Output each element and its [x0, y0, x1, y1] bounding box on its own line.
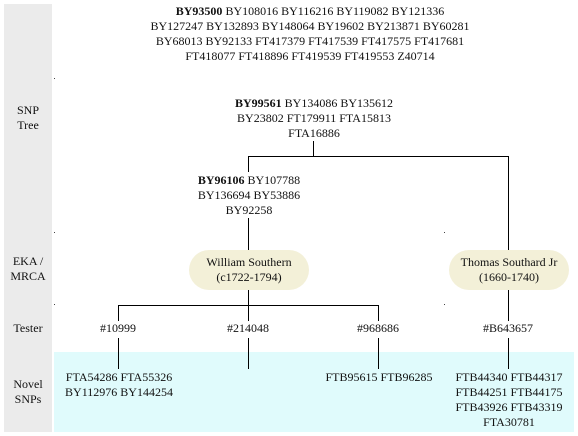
row-label-novel-snps: Novel SNPs: [13, 377, 43, 406]
guide-dot: [54, 304, 55, 305]
snp-node-low: BY96106 BY107788 BY136694 BY53886 BY9225…: [180, 173, 318, 218]
snp-node-mid-lead: BY99561: [234, 96, 282, 110]
row-label-eka-mrca: EKA / MRCA: [10, 254, 46, 283]
connector-tester-2-novel: [248, 338, 249, 369]
snp-node-top: BY93500 BY108016 BY116216 BY119082 BY121…: [130, 4, 490, 64]
snp-node-low-rest: BY107788 BY136694 BY53886 BY92258: [197, 173, 301, 217]
connector-to-tester-2: [248, 305, 249, 321]
connector-tester-4-novel: [508, 338, 509, 369]
guide-dot: [54, 78, 55, 79]
mrca-name: Thomas Southard Jr: [460, 255, 558, 269]
novel-snps-band: [54, 352, 574, 432]
row-label-snp-tree: SNP Tree: [16, 103, 39, 132]
tester-label: #B643657: [482, 321, 533, 335]
connector-to-thomas: [508, 156, 509, 250]
novel-snps-cell: FTB95615 FTB96285: [325, 370, 433, 384]
snp-node-top-rest: BY108016 BY116216 BY119082 BY121336 BY12…: [150, 4, 470, 63]
mrca-dates: (c1722-1794): [216, 270, 282, 284]
connector-mid-split: [248, 156, 509, 157]
snp-node-low-lead: BY96106: [197, 173, 245, 187]
snp-node-top-lead: BY93500: [175, 4, 223, 18]
connector-tester-1-novel: [118, 338, 119, 369]
novel-snps-cell: FTB44340 FTB44317 FTB44251 FTB44175 FTB4…: [455, 370, 563, 429]
mrca-name: William Southern: [206, 255, 292, 269]
connector-to-tester-3: [378, 305, 379, 321]
connector-to-tester-1: [118, 305, 119, 321]
connector-tester-3-novel: [378, 338, 379, 369]
connector-low-to-william: [248, 218, 249, 250]
snp-node-mid-rest: BY134086 BY135612 BY23802 FT179911 FTA15…: [237, 96, 393, 140]
connector-to-low-node: [248, 156, 249, 172]
mrca-pill-william: William Southern (c1722-1794): [189, 250, 309, 290]
connector-thomas-to-tester-4: [508, 290, 509, 321]
row-label-column: [4, 4, 52, 432]
connector-william-down: [248, 290, 249, 305]
connector-mid-down: [313, 141, 314, 156]
tester-label: #968686: [357, 321, 399, 335]
tester-label: #10999: [100, 321, 136, 335]
row-label-tester: Tester: [13, 321, 43, 335]
guide-dot: [54, 232, 55, 233]
mrca-dates: (1660-1740): [479, 270, 539, 284]
novel-snps-cell: FTA54286 FTA55326 BY112976 BY144254: [65, 370, 173, 399]
guide-dot: [444, 232, 445, 233]
tester-label: #214048: [227, 321, 269, 335]
snp-node-mid: BY99561 BY134086 BY135612 BY23802 FT1799…: [200, 96, 428, 141]
mrca-pill-thomas: Thomas Southard Jr (1660-1740): [449, 250, 569, 290]
guide-dot: [444, 304, 445, 305]
